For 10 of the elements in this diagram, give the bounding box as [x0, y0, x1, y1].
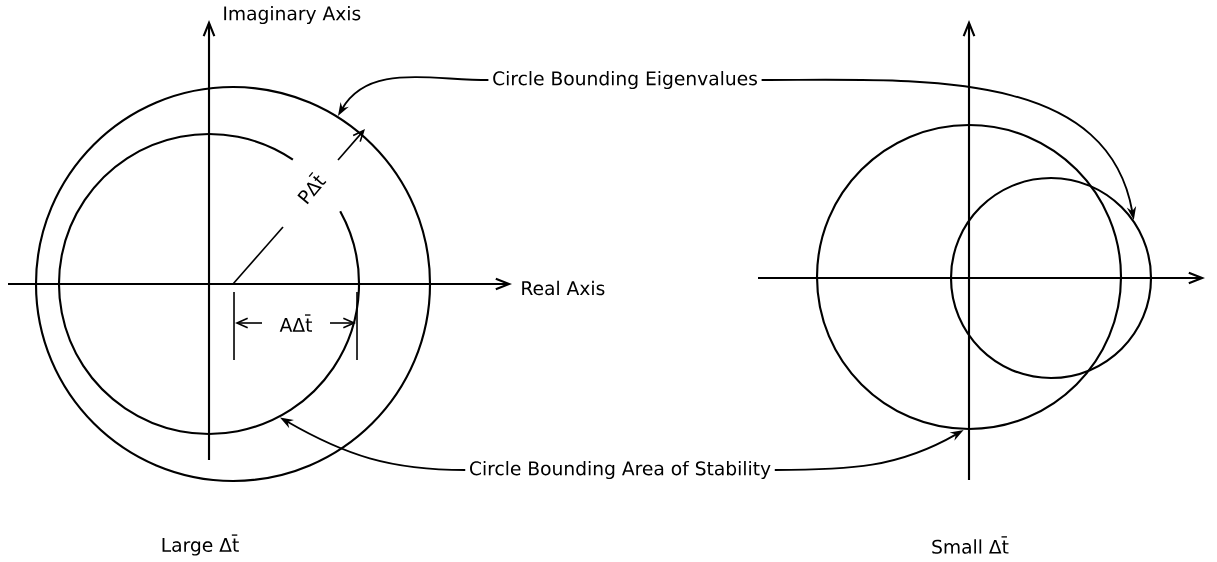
axis-label: Large Δt̄ — [159, 533, 241, 557]
annotation-text: Circle Bounding Eigenvalues — [489, 68, 761, 92]
dimension-label: AΔt̄ — [278, 313, 314, 333]
axis-label: Real Axis — [519, 279, 607, 297]
axis-label: Imaginary Axis — [221, 4, 363, 26]
circle — [949, 176, 1153, 380]
circle — [34, 85, 432, 483]
axis-label: Small Δt̄ — [929, 534, 1011, 556]
circle — [815, 123, 1123, 431]
annotation-text: Circle Bounding Area of Stability — [466, 458, 774, 482]
